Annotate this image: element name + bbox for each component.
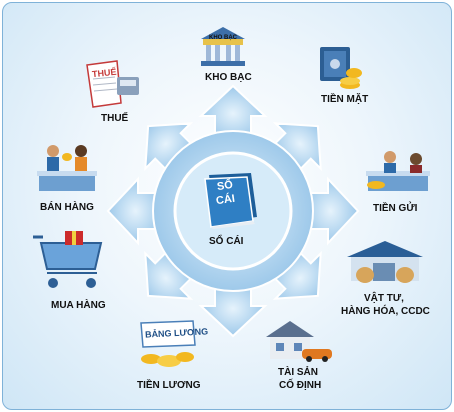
warehouse-icon <box>347 241 423 283</box>
bank-teller-icon <box>366 151 430 191</box>
kho-bac-label: KHO BẠC <box>205 72 252 83</box>
shopping-cart-icon <box>33 231 103 288</box>
center-label: SỔ CÁI <box>209 236 244 247</box>
vat-tu-label-line2: HÀNG HÓA, CCDC <box>341 306 430 317</box>
tax-document-icon <box>86 60 139 108</box>
book-cover-text-line1: SỔ <box>216 178 234 194</box>
tien-gui-label: TIỀN GỬI <box>373 203 418 214</box>
bank-sign-text: KHO BẠC <box>209 35 237 41</box>
tien-mat-label: TIỀN MẶT <box>321 94 369 105</box>
tien-luong-label: TIỀN LƯƠNG <box>137 380 201 391</box>
ledger-book-icon <box>204 173 257 229</box>
ban-hang-label: BÁN HÀNG <box>40 202 94 213</box>
bank-icon <box>201 27 245 66</box>
tai-san-label-line1: TÀI SẢN <box>278 367 318 378</box>
safe-icon <box>320 47 362 89</box>
payroll-icon <box>140 320 196 367</box>
sales-counter-icon <box>37 145 97 191</box>
mua-hang-label: MUA HÀNG <box>51 300 106 311</box>
tax-sign-text: THUẾ <box>91 66 117 80</box>
vat-tu-label-line1: VẬT TƯ, <box>364 293 404 304</box>
thue-label: THUẾ <box>101 113 129 124</box>
house-car-icon <box>266 321 332 362</box>
tai-san-label-line2: CỐ ĐỊNH <box>279 380 322 391</box>
